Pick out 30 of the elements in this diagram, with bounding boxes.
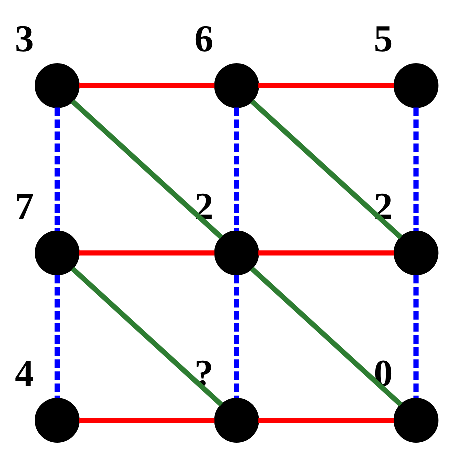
connector [79, 82, 215, 88]
node-label: 4 [15, 352, 34, 395]
connector [258, 82, 394, 88]
node-label: 5 [374, 18, 393, 60]
node-label: 7 [15, 185, 34, 228]
connector [258, 250, 394, 256]
connector [79, 250, 215, 256]
connector [258, 417, 394, 423]
node-circle [35, 62, 80, 108]
connector [79, 417, 215, 423]
node-circle [214, 398, 260, 442]
connector [54, 274, 60, 398]
connector [414, 274, 419, 398]
node-circle [35, 230, 80, 276]
node-circle [394, 230, 439, 276]
connector [71, 99, 224, 239]
connector [71, 266, 224, 406]
connector [234, 107, 240, 231]
node-label: 3 [15, 18, 34, 60]
node-circle [35, 398, 80, 442]
node-circle [214, 230, 260, 276]
connector [250, 99, 403, 239]
node-circle [394, 62, 439, 108]
connector [234, 274, 240, 398]
connector [414, 107, 419, 231]
node-label: 6 [194, 18, 214, 60]
node-circle [394, 398, 439, 442]
connector [54, 107, 60, 231]
connector [250, 266, 403, 406]
node-circle [214, 62, 260, 108]
